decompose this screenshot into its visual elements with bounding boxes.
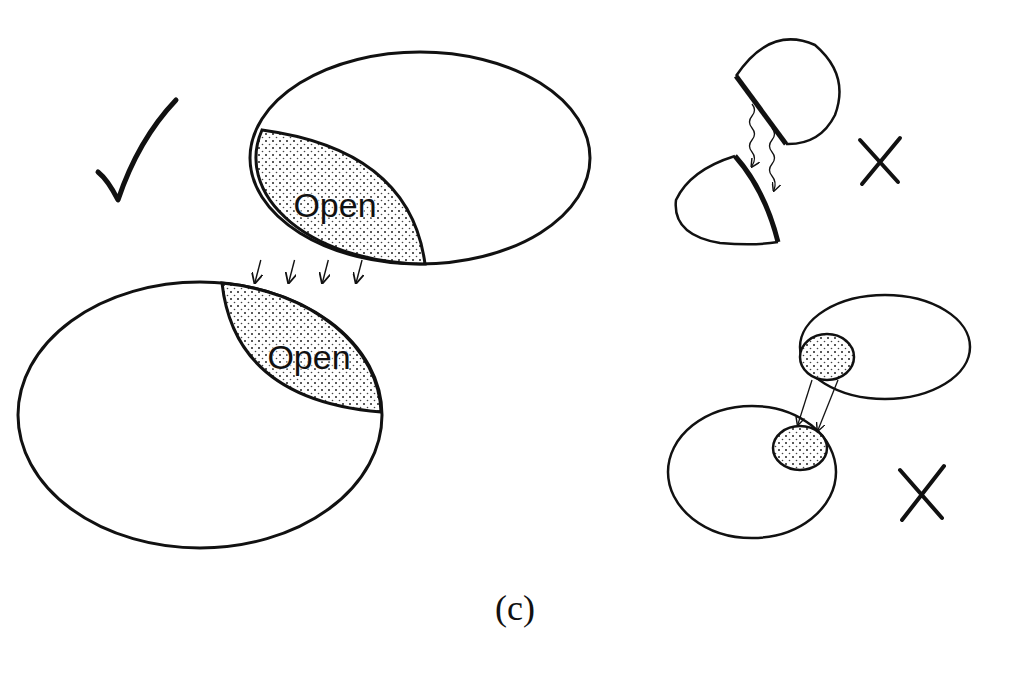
wavy-arrow bbox=[770, 128, 776, 190]
cross-mark bbox=[860, 138, 900, 184]
check-mark bbox=[98, 100, 176, 200]
open-disc bbox=[800, 334, 854, 380]
wavy-arrow bbox=[750, 104, 755, 166]
open-region: Open bbox=[215, 283, 385, 413]
transfer-arrow bbox=[356, 260, 362, 283]
arrow bbox=[798, 380, 812, 424]
open-region: Open bbox=[250, 125, 430, 260]
arrow bbox=[818, 380, 838, 430]
upper-region bbox=[250, 52, 590, 264]
lower-region bbox=[18, 282, 382, 548]
upper-piece-edge bbox=[736, 76, 786, 144]
lower-region bbox=[668, 406, 836, 538]
region-label: Open bbox=[293, 188, 376, 222]
transfer-arrow bbox=[255, 260, 261, 283]
cross-mark bbox=[900, 466, 944, 520]
upper-region bbox=[800, 295, 970, 399]
open-disc bbox=[773, 426, 827, 470]
transfer-arrow bbox=[322, 260, 328, 283]
region-label: Open bbox=[267, 340, 350, 374]
figure-caption: (c) bbox=[495, 590, 535, 626]
lower-piece-edge bbox=[735, 156, 778, 242]
lower-piece bbox=[676, 156, 778, 244]
transfer-arrow bbox=[289, 260, 295, 283]
